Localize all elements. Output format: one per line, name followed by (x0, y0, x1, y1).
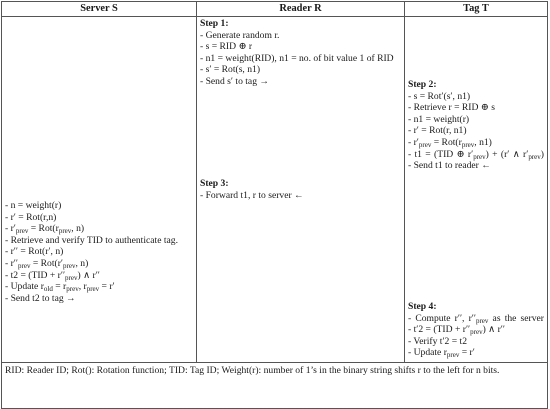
reader-step-3: Step 3: - Forward t1, r to server ← (200, 178, 401, 201)
reader-step-1: Step 1: - Generate random r. - s = RID ⊕… (200, 18, 401, 88)
tag-line: - t1 = (TID ⊕ r′prev) + (r′ ∧ r′prev) (408, 148, 544, 161)
reader-line: - s′ = Rot(s, n1) (200, 64, 261, 76)
protocol-body-row: - n = weight(r) - r′ = Rot(r,n) - r′prev… (1, 16, 548, 363)
tag-line: - n1 = weight(r) (408, 113, 470, 125)
server-line: - r′′prev = Rot(r′prev, n) (5, 257, 89, 270)
reader-line: - Generate random r. (200, 29, 280, 41)
header-tag: Tag T (404, 1, 548, 17)
footnote: RID: Reader ID; Rot(): Rotation function… (1, 362, 548, 409)
reader-line: - s = RID ⊕ r (200, 41, 253, 53)
server-line: - r′prev = Rot(rprev, n) (5, 223, 85, 236)
server-line: - n = weight(r) (5, 200, 62, 211)
step-3-label: Step 3: (200, 178, 229, 189)
reader-line: - Forward t1, r to server ← (200, 189, 304, 201)
tag-line: - Verify t′2 = t2 (408, 335, 468, 347)
tag-step-4: Step 4: - Compute r′′, r′′prev as the se… (408, 301, 544, 359)
server-line: - Update rold = rprev, rprev = r′ (5, 281, 115, 294)
tag-step-2: Step 2: - s = Rot′(s′, n1) - Retrieve r … (408, 79, 544, 172)
header-server: Server S (1, 1, 197, 17)
header-reader: Reader R (196, 1, 405, 17)
step-1-label: Step 1: (200, 18, 229, 29)
reader-line: - Send s′ to tag → (200, 75, 269, 87)
header-row: Server S Reader R Tag T (1, 1, 548, 17)
reader-line: - n1 = weight(RID), n1 = no. of bit valu… (200, 52, 394, 64)
tag-line: - Send t1 to reader ← (408, 160, 491, 172)
server-line: - t2 = (TID + r′′prev) ∧ r′′ (5, 269, 100, 282)
server-line: - r′ = Rot(r,n) (5, 211, 57, 223)
step-2-label: Step 2: (408, 79, 437, 90)
reader-cell: Step 1: - Generate random r. - s = RID ⊕… (196, 16, 405, 363)
tag-line: - Compute r′′, r′′prev as the server (408, 312, 544, 325)
tag-cell: Step 2: - s = Rot′(s′, n1) - Retrieve r … (404, 16, 548, 363)
server-steps: - n = weight(r) - r′ = Rot(r,n) - r′prev… (5, 200, 193, 304)
server-line: - r′′ = Rot(r′, n) (5, 246, 64, 258)
server-line: - Retrieve and verify TID to authenticat… (5, 234, 178, 246)
step-4-label: Step 4: (408, 301, 437, 312)
tag-line: - r′prev = Rot(rprev, n1) (408, 136, 492, 149)
footnote-row: RID: Reader ID; Rot(): Rotation function… (1, 362, 548, 409)
server-cell: - n = weight(r) - r′ = Rot(r,n) - r′prev… (1, 16, 197, 363)
tag-line: - Retrieve r = RID ⊕ s (408, 102, 495, 114)
tag-line: - s = Rot′(s′, n1) (408, 90, 471, 102)
tag-line: - t′2 = (TID + r′′prev) ∧ r′′ (408, 324, 505, 337)
tag-line: - r′ = Rot(r, n1) (408, 125, 467, 137)
tag-line: - Update rprev = r′ (408, 347, 475, 360)
server-line: - Send t2 to tag → (5, 292, 76, 304)
